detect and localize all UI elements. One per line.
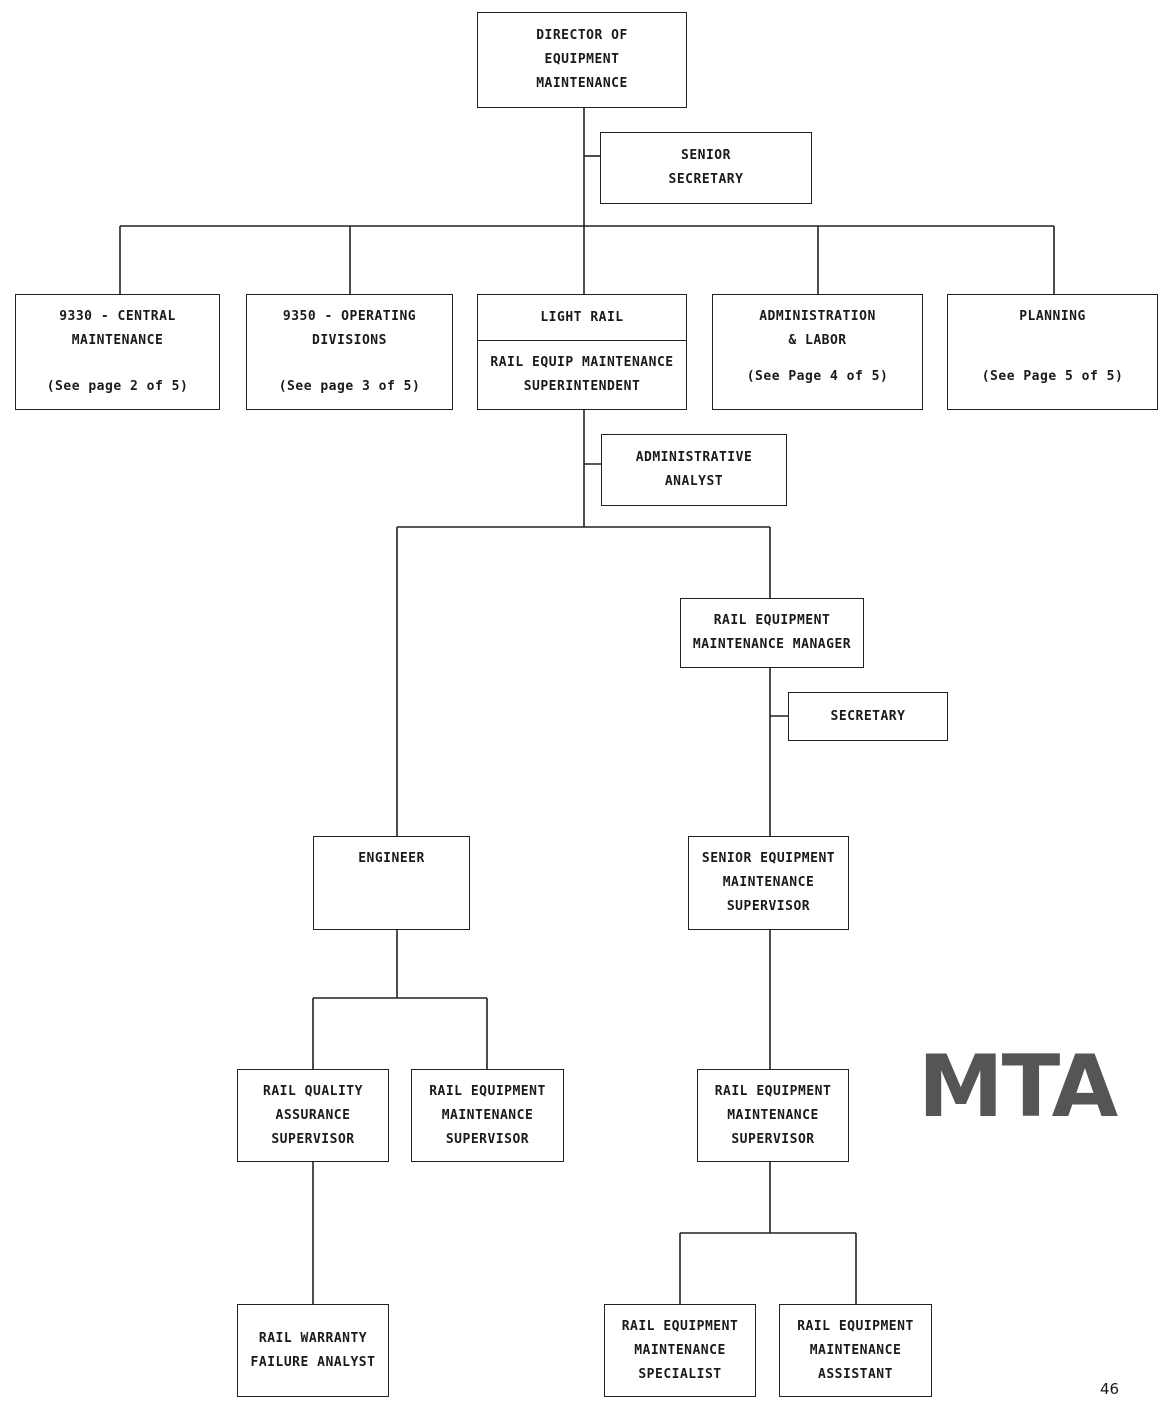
rail-equipment-maintenance-specialist-box: RAIL EQUIPMENT MAINTENANCE SPECIALIST bbox=[604, 1304, 756, 1397]
administration-labor-box: ADMINISTRATION & LABOR (See Page 4 of 5) bbox=[712, 294, 923, 410]
planning-label: PLANNING bbox=[1019, 309, 1086, 324]
senior-secretary-label: SENIOR SECRETARY bbox=[668, 148, 744, 187]
rail-equipment-maintenance-supervisor-right-label: RAIL EQUIPMENT MAINTENANCE SUPERVISOR bbox=[714, 1083, 832, 1147]
mta-logo: MTA bbox=[918, 1037, 1118, 1137]
senior-equipment-maintenance-supervisor-box: SENIOR EQUIPMENT MAINTENANCE SUPERVISOR bbox=[688, 836, 849, 930]
central-maintenance-label: 9330 - CENTRAL MAINTENANCE bbox=[59, 309, 176, 348]
administration-labor-page-ref: (See Page 4 of 5) bbox=[746, 369, 889, 384]
rail-quality-assurance-supervisor-box: RAIL QUALITY ASSURANCE SUPERVISOR bbox=[237, 1069, 389, 1162]
operating-divisions-label: 9350 - OPERATING DIVISIONS bbox=[282, 309, 417, 348]
rail-equipment-maintenance-assistant-label: RAIL EQUIPMENT MAINTENANCE ASSISTANT bbox=[797, 1318, 914, 1382]
administrative-analyst-label: ADMINISTRATIVE ANALYST bbox=[635, 450, 753, 489]
senior-secretary-box: SENIOR SECRETARY bbox=[600, 132, 812, 204]
engineer-box: ENGINEER bbox=[313, 836, 470, 930]
rail-warranty-failure-analyst-box: RAIL WARRANTY FAILURE ANALYST bbox=[237, 1304, 389, 1397]
rail-quality-assurance-supervisor-label: RAIL QUALITY ASSURANCE SUPERVISOR bbox=[263, 1083, 363, 1147]
light-rail-box: LIGHT RAIL RAIL EQUIP MAINTENANCE SUPERI… bbox=[477, 294, 687, 410]
rail-equipment-maintenance-supervisor-left-label: RAIL EQUIPMENT MAINTENANCE SUPERVISOR bbox=[429, 1083, 546, 1147]
light-rail-label: LIGHT RAIL bbox=[540, 309, 624, 325]
rail-equipment-maintenance-assistant-box: RAIL EQUIPMENT MAINTENANCE ASSISTANT bbox=[779, 1304, 932, 1397]
rail-equipment-maintenance-manager-label: RAIL EQUIPMENT MAINTENANCE MANAGER bbox=[692, 613, 852, 652]
administration-labor-label: ADMINISTRATION & LABOR bbox=[759, 309, 876, 348]
director-label: DIRECTOR OF EQUIPMENT MAINTENANCE bbox=[536, 28, 628, 91]
rail-warranty-failure-analyst-label: RAIL WARRANTY FAILURE ANALYST bbox=[250, 1330, 376, 1370]
operating-divisions-page-ref: (See page 3 of 5) bbox=[278, 379, 421, 394]
secretary-label: SECRETARY bbox=[830, 708, 906, 724]
planning-page-ref: (See Page 5 of 5) bbox=[981, 369, 1124, 384]
superintendent-label: RAIL EQUIP MAINTENANCE SUPERINTENDENT bbox=[490, 355, 674, 394]
rail-equipment-maintenance-manager-box: RAIL EQUIPMENT MAINTENANCE MANAGER bbox=[680, 598, 864, 668]
rail-equipment-maintenance-supervisor-right-box: RAIL EQUIPMENT MAINTENANCE SUPERVISOR bbox=[697, 1069, 849, 1162]
planning-box: PLANNING (See Page 5 of 5) bbox=[947, 294, 1158, 410]
rail-equipment-maintenance-specialist-label: RAIL EQUIPMENT MAINTENANCE SPECIALIST bbox=[621, 1318, 739, 1382]
page-number: 46 bbox=[1100, 1380, 1120, 1398]
rail-equipment-maintenance-supervisor-left-box: RAIL EQUIPMENT MAINTENANCE SUPERVISOR bbox=[411, 1069, 564, 1162]
engineer-label: ENGINEER bbox=[358, 851, 425, 866]
central-maintenance-page-ref: (See page 2 of 5) bbox=[46, 379, 189, 394]
administrative-analyst-box: ADMINISTRATIVE ANALYST bbox=[601, 434, 787, 506]
secretary-box: SECRETARY bbox=[788, 692, 948, 741]
senior-equipment-maintenance-supervisor-label: SENIOR EQUIPMENT MAINTENANCE SUPERVISOR bbox=[701, 851, 836, 914]
director-box: DIRECTOR OF EQUIPMENT MAINTENANCE bbox=[477, 12, 687, 108]
central-maintenance-box: 9330 - CENTRAL MAINTENANCE (See page 2 o… bbox=[15, 294, 220, 410]
operating-divisions-box: 9350 - OPERATING DIVISIONS (See page 3 o… bbox=[246, 294, 453, 410]
